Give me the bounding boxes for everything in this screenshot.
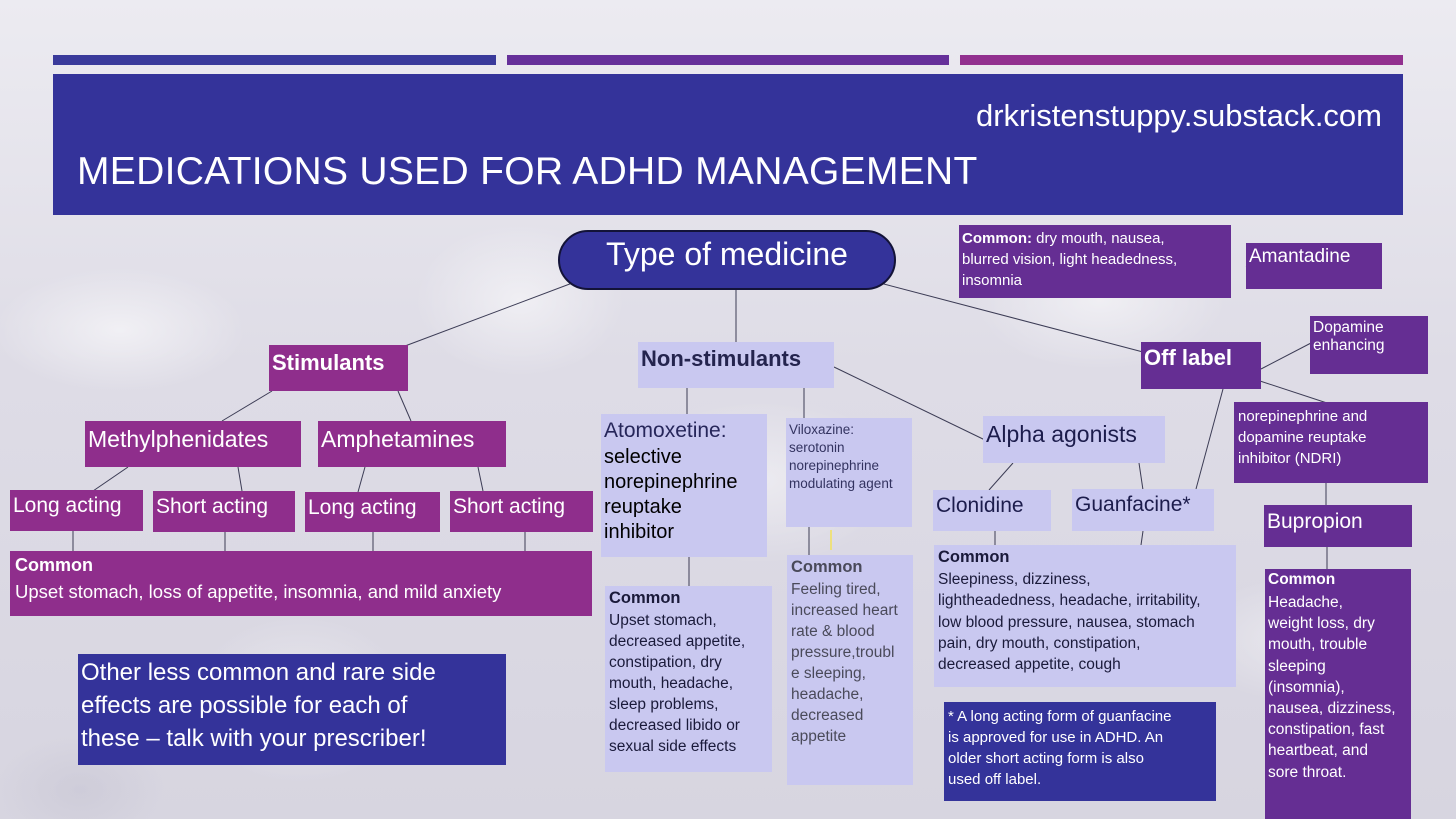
connector-alpha-guanfacine	[1138, 462, 1144, 491]
clonidine-label: Clonidine	[936, 494, 1024, 517]
common-heading: Common	[938, 548, 1010, 566]
clonidine-node: Clonidine	[933, 490, 1051, 531]
connector-methyl-long	[92, 466, 129, 492]
alpha-agonists-common-text: Sleepiness, dizziness, lightheadedness, …	[938, 571, 1201, 674]
viloxazine-common-text: Feeling tired, increased heart rate & bl…	[791, 581, 898, 745]
long-acting-label: Long acting	[13, 494, 122, 517]
guanfacine-node: Guanfacine*	[1072, 489, 1214, 531]
amantadine-node: Amantadine	[1246, 243, 1382, 289]
short-acting-label: Short acting	[453, 495, 566, 518]
connector-offlabel-ndri	[1259, 380, 1331, 405]
amantadine-common-box: Common: dry mouth, nausea, blurred visio…	[959, 225, 1231, 298]
atomoxetine-common-box: Common Upset stomach, decreased appetite…	[605, 586, 772, 772]
root-label: Type of medicine	[606, 236, 848, 272]
connector-amph-long	[357, 466, 366, 493]
methylphenidate-short-acting-node: Short acting	[153, 491, 295, 532]
amphetamines-label: Amphetamines	[321, 426, 475, 452]
alpha-agonists-node: Alpha agonists	[983, 416, 1165, 463]
methylphenidates-label: Methylphenidates	[88, 426, 269, 452]
accent-bar-1	[53, 55, 496, 65]
atomoxetine-title: Atomoxetine:	[604, 419, 727, 442]
connector-offlabel-dopamine	[1260, 342, 1312, 370]
connector-amph-short	[477, 466, 484, 492]
bupropion-common-text: Headache, weight loss, dry mouth, troubl…	[1268, 594, 1396, 781]
alpha-agonists-label: Alpha agonists	[986, 421, 1137, 447]
connector-root-stimulants	[404, 281, 576, 347]
root-node-type-of-medicine: Type of medicine	[558, 230, 896, 290]
connector-nonstim-alpha	[833, 366, 986, 441]
bupropion-common-box: Common Headache, weight loss, dry mouth,…	[1265, 569, 1411, 819]
guanfacine-label: Guanfacine*	[1075, 493, 1191, 516]
amantadine-common-details: dry mouth, nausea, blurred vision, light…	[962, 230, 1178, 289]
connector-offlabel-guanfacine	[1195, 388, 1224, 490]
non-stimulants-label: Non-stimulants	[641, 346, 802, 371]
bupropion-node: Bupropion	[1264, 505, 1412, 547]
amphetamine-short-acting-node: Short acting	[450, 491, 593, 532]
short-acting-label: Short acting	[156, 495, 269, 518]
connector-root-offlabel	[879, 282, 1144, 353]
common-heading: Common	[609, 589, 681, 607]
off-label-label: Off label	[1144, 345, 1233, 370]
connector-methyl-short	[237, 466, 243, 492]
viloxazine-text: Viloxazine: serotonin norepinephrine mod…	[789, 422, 893, 491]
methylphenidates-node: Methylphenidates	[85, 421, 301, 467]
common-heading: Common	[1268, 571, 1336, 588]
atomoxetine-node: Atomoxetine: selective norepinephrine re…	[601, 414, 767, 557]
stimulants-common-text: Upset stomach, loss of appetite, insomni…	[15, 581, 502, 602]
viloxazine-node: Viloxazine: serotonin norepinephrine mod…	[786, 418, 912, 527]
side-effects-footnote-text: Other less common and rare side effects …	[81, 659, 436, 752]
page-title: MEDICATIONS USED FOR ADHD MANAGEMENT	[77, 150, 978, 193]
dopamine-enhancing-node: Dopamine enhancing	[1310, 316, 1428, 374]
amphetamines-node: Amphetamines	[318, 421, 506, 467]
guanfacine-note-box: * A long acting form of guanfacine is ap…	[944, 702, 1216, 801]
viloxazine-common-box: Common Feeling tired, increased heart ra…	[787, 555, 913, 785]
methylphenidate-long-acting-node: Long acting	[10, 490, 143, 531]
atomoxetine-description: selective norepinephrine reuptake inhibi…	[604, 446, 738, 543]
ndri-text: norepinephrine and dopamine reuptake inh…	[1238, 408, 1368, 467]
non-stimulants-node: Non-stimulants	[638, 342, 834, 388]
header-banner: drkristenstuppy.substack.com MEDICATIONS…	[53, 74, 1403, 215]
connector-stim-amph	[397, 390, 412, 422]
connector-alpha-clonidine	[988, 462, 1014, 491]
stimulants-label: Stimulants	[272, 350, 385, 375]
stimulants-node: Stimulants	[269, 345, 408, 391]
ndri-node: norepinephrine and dopamine reuptake inh…	[1234, 402, 1428, 483]
common-heading: Common:	[962, 230, 1032, 247]
amantadine-common-text: Common: dry mouth, nausea, blurred visio…	[962, 228, 1177, 291]
long-acting-label: Long acting	[308, 496, 417, 519]
amphetamine-long-acting-node: Long acting	[305, 492, 440, 532]
connector-stim-methyl	[221, 390, 273, 422]
atomoxetine-common-text: Upset stomach, decreased appetite, const…	[609, 612, 746, 755]
dopamine-enhancing-text: Dopamine enhancing	[1313, 319, 1385, 354]
off-label-node: Off label	[1141, 342, 1261, 389]
side-effects-footnote-box: Other less common and rare side effects …	[78, 654, 506, 765]
common-heading: Common	[791, 558, 863, 576]
common-heading: Common	[15, 555, 93, 575]
alpha-agonists-common-box: Common Sleepiness, dizziness, lightheade…	[934, 545, 1236, 687]
bupropion-label: Bupropion	[1267, 510, 1363, 533]
connector-guanfacine-common	[1140, 530, 1144, 546]
guanfacine-note-text: * A long acting form of guanfacine is ap…	[948, 708, 1172, 788]
amantadine-label: Amantadine	[1249, 246, 1351, 267]
accent-bar-2	[507, 55, 949, 65]
stimulants-common-box: Common Upset stomach, loss of appetite, …	[10, 551, 592, 616]
site-url[interactable]: drkristenstuppy.substack.com	[975, 98, 1382, 133]
accent-bar-3	[960, 55, 1403, 65]
